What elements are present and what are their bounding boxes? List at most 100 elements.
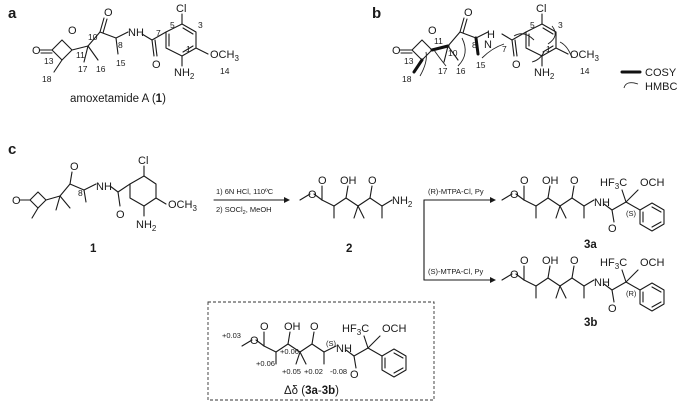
d-atom-o-carbonyl: O (260, 321, 269, 333)
label-compound-3a: 3a (584, 239, 597, 251)
delta-title: Δδ (3a-3b) (284, 385, 339, 397)
b-num-17: 17 (438, 66, 448, 76)
c3a-atom-o-ketone: O (570, 175, 579, 187)
atom-och3: OCH3 (210, 49, 239, 63)
num-5: 5 (170, 20, 175, 30)
legend-cosy-label: COSY (645, 67, 677, 79)
delta-value-3: +0.06 (280, 347, 299, 356)
b-num-18: 18 (402, 74, 412, 84)
c3a-atom-nh: NH (594, 197, 610, 209)
num-1: 1 (186, 44, 191, 54)
delta-value-5: +0.02 (304, 367, 323, 376)
label-compound-1: 1 (90, 243, 97, 255)
d-stereo-s: (S) (326, 339, 337, 348)
c1-atom-nh: NH (96, 181, 112, 193)
b-atom-n: N (484, 39, 492, 51)
compound-caption-a: amoxetamide A (1) (70, 93, 166, 105)
atom-o-amide: O (152, 59, 161, 71)
structure-compound-1 (19, 165, 167, 219)
atom-nh: NH (128, 27, 144, 39)
legend (620, 70, 642, 89)
reaction-step-1: 1) 6N HCl, 110ºC (216, 187, 274, 196)
num-17: 17 (78, 64, 88, 74)
reaction-arrowhead-s (490, 277, 496, 283)
d-atom-o-ester: O (250, 335, 259, 347)
c2-atom-o-ester: O (308, 189, 317, 201)
c3b-atom-oh: OH (542, 255, 559, 267)
c3a-atom-h: H (600, 177, 608, 189)
c3a-atom-och3: OCH (640, 177, 665, 189)
delta-value-1: +0.03 (222, 331, 241, 340)
reaction-r-mtpa: (R)-MTPA-Cl, Py (428, 187, 484, 196)
reaction-s-mtpa: (S)-MTPA-Cl, Py (428, 267, 484, 276)
c2-atom-o-carbonyl: O (318, 175, 327, 187)
b-num-8: 8 (472, 40, 477, 50)
structure-amoxetamide-a (39, 13, 209, 73)
d-atom-nh: NH (336, 343, 352, 355)
c3a-atom-o-amide: O (608, 223, 617, 235)
b-num-15: 15 (476, 60, 486, 70)
c2-atom-o-ketone: O (368, 175, 377, 187)
d-atom-och3: OCH (382, 323, 407, 335)
b-atom-cl: Cl (536, 3, 546, 15)
num-13: 13 (44, 56, 54, 66)
d-atom-o-amide: O (350, 369, 359, 381)
c2-atom-nh2: NH2 (392, 195, 413, 209)
c3a-atom-o-ester: O (510, 189, 519, 201)
atom-o-ketone: O (104, 7, 113, 19)
num-11: 11 (76, 50, 85, 60)
label-compound-2: 2 (346, 243, 352, 255)
b-atom-och3: OCH3 (570, 49, 599, 63)
structure-compound-3a (501, 185, 665, 232)
delta-value-6: -0.08 (330, 367, 347, 376)
b-atom-o-amide: O (512, 59, 521, 71)
atom-cl: Cl (176, 3, 186, 15)
b-num-5: 5 (530, 20, 535, 30)
c1-atom-o: O (12, 195, 21, 207)
num-3: 3 (198, 20, 203, 30)
panel-label-c: c (8, 141, 16, 158)
num-7: 7 (156, 28, 161, 38)
b-num-11: 11 (434, 36, 443, 46)
d-atom-h: H (342, 323, 350, 335)
panel-label-b: b (372, 5, 381, 22)
panel-label-a: a (8, 5, 17, 22)
structure-compound-2 (299, 185, 393, 219)
num-16: 16 (96, 64, 106, 74)
b-atom-o-carbonyl: O (392, 45, 401, 57)
c1-atom-o-ketone: O (70, 161, 79, 173)
c3a-stereo-s: (S) (626, 209, 637, 218)
label-compound-3b: 3b (584, 317, 597, 329)
atom-o-carbonyl: O (32, 45, 41, 57)
structure-compound-3b (501, 265, 665, 312)
c3a-atom-f3c: F3C (608, 177, 627, 191)
b-atom-o-ring: O (428, 25, 437, 37)
num-18: 18 (42, 74, 52, 84)
delta-value-4: +0.05 (282, 367, 301, 376)
delta-value-2: +0.06 (256, 359, 275, 368)
b-atom-nh2: NH2 (534, 67, 555, 81)
c3a-atom-oh: OH (542, 175, 559, 187)
num-10: 10 (88, 32, 98, 42)
c3b-atom-o-ketone: O (570, 255, 579, 267)
c3b-atom-nh: NH (594, 277, 610, 289)
d-atom-oh: OH (284, 321, 301, 333)
c1-atom-och3: OCH3 (168, 199, 197, 213)
reaction-arrowhead-1 (284, 197, 290, 203)
c2-atom-oh: OH (340, 175, 357, 187)
c3b-atom-och3: OCH (640, 257, 665, 269)
num-15: 15 (116, 58, 126, 68)
delta-box (207, 301, 435, 401)
b-num-13: 13 (404, 56, 414, 66)
c3b-stereo-r: (R) (626, 289, 637, 298)
b-num-3: 3 (558, 20, 563, 30)
c3a-atom-o-carbonyl: O (520, 175, 529, 187)
legend-hmbc-arrow (623, 82, 639, 89)
structure-2d-nmr (399, 13, 573, 77)
num-14: 14 (220, 66, 230, 76)
c3b-atom-o-amide: O (608, 303, 617, 315)
c1-atom-nh2: NH2 (136, 219, 157, 233)
num-8: 8 (118, 40, 123, 50)
c3b-atom-h: H (600, 257, 608, 269)
